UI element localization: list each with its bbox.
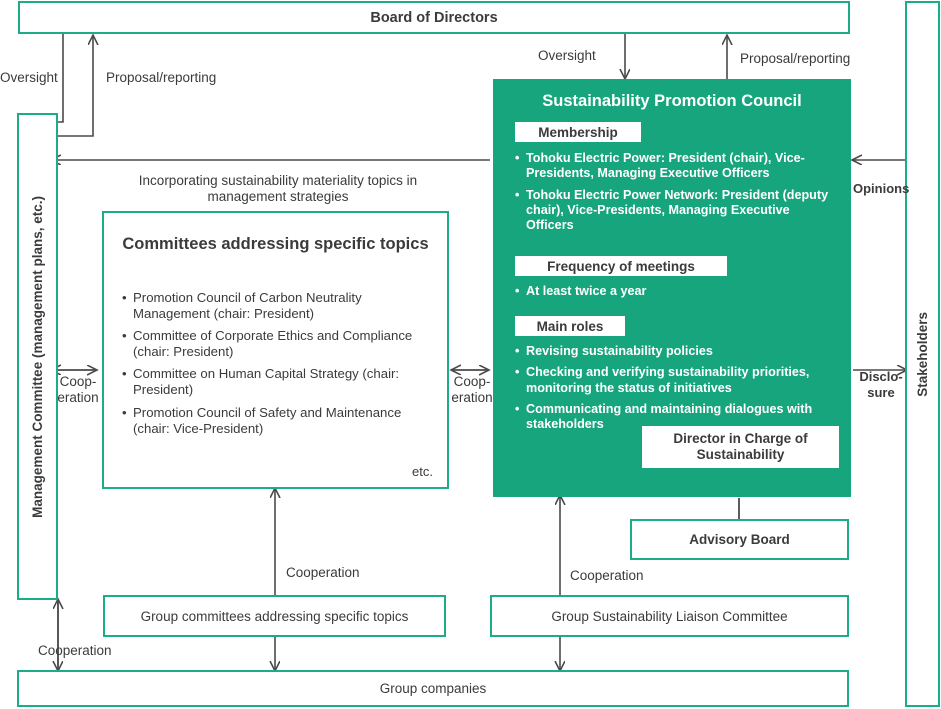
council-mainroles-list: Revising sustainability policies Checkin…	[515, 344, 840, 439]
council-title: Sustainability Promotion Council	[542, 92, 802, 110]
list-item: Checking and verifying sustainability pr…	[515, 365, 840, 396]
stakeholders-label: Stakeholders	[915, 311, 930, 397]
label-opinions: Opinions	[853, 181, 910, 196]
committees-list: Promotion Council of Carbon Neutrality M…	[122, 290, 440, 443]
tag-label-membership: Membership	[538, 124, 618, 140]
arrow-proposal-left	[57, 36, 93, 137]
label-incorporating: Incorporating sustainability materiality…	[138, 173, 418, 204]
list-item: Committee of Corporate Ethics and Compli…	[122, 328, 440, 360]
tag-label-mainroles: Main roles	[536, 318, 604, 334]
committees-title: Committees addressing specific topics	[122, 235, 429, 253]
committees-etc: etc.	[412, 464, 433, 479]
label-cooperation-a: Cooperation	[286, 565, 360, 580]
label-disclosure-line2: sure	[867, 385, 895, 400]
board-of-directors-box[interactable]: Board of Directors	[18, 1, 850, 34]
list-item: Tohoku Electric Power Network: President…	[515, 188, 830, 234]
label-cooperation-c: Cooperation	[38, 643, 112, 658]
director-in-charge-box[interactable]: Director in Charge of Sustainability	[642, 426, 839, 468]
management-committee-label: Management Committee (management plans, …	[30, 195, 45, 518]
label-proposal-right: Proposal/reporting	[740, 51, 851, 66]
label-cooperation-b: Cooperation	[570, 568, 644, 583]
group-companies-box[interactable]: Group companies	[17, 670, 849, 707]
label-coop-mid-line2: eration	[451, 390, 493, 405]
council-frequency-list: At least twice a year	[515, 284, 830, 305]
council-tag-frequency: Frequency of meetings	[515, 256, 727, 276]
list-item: Communicating and maintaining dialogues …	[515, 402, 840, 433]
management-committee-box[interactable]: Management Committee (management plans, …	[17, 113, 58, 600]
group-liaison-box[interactable]: Group Sustainability Liaison Committee	[490, 595, 849, 637]
list-item: Promotion Council of Carbon Neutrality M…	[122, 290, 440, 322]
council-tag-mainroles: Main roles	[515, 316, 625, 336]
board-of-directors-label: Board of Directors	[370, 9, 498, 26]
advisory-board-box[interactable]: Advisory Board	[630, 519, 849, 560]
label-oversight-left: Oversight	[0, 70, 58, 85]
group-committees-box[interactable]: Group committees addressing specific top…	[103, 595, 446, 637]
group-companies-label: Group companies	[379, 681, 487, 696]
group-committees-label: Group committees addressing specific top…	[140, 608, 409, 624]
label-oversight-right: Oversight	[538, 48, 596, 63]
sustainability-promotion-council-panel[interactable]: Sustainability Promotion Council Members…	[493, 79, 851, 497]
list-item: At least twice a year	[515, 284, 830, 300]
advisory-board-label: Advisory Board	[689, 532, 790, 547]
council-tag-membership: Membership	[515, 122, 641, 142]
list-item: Promotion Council of Safety and Maintena…	[122, 405, 440, 437]
stakeholders-box[interactable]: Stakeholders	[905, 1, 940, 707]
label-proposal-left: Proposal/reporting	[106, 70, 217, 85]
list-item: Tohoku Electric Power: President (chair)…	[515, 151, 830, 182]
list-item: Revising sustainability policies	[515, 344, 840, 360]
label-coop-mid-line1: Coop-	[453, 374, 491, 389]
label-coop-left-line2: eration	[57, 390, 99, 405]
tag-label-frequency: Frequency of meetings	[547, 258, 695, 274]
group-liaison-label: Group Sustainability Liaison Committee	[551, 608, 788, 624]
label-disclosure-line1: Disclo-	[859, 369, 903, 384]
list-item: Committee on Human Capital Strategy (cha…	[122, 366, 440, 398]
director-in-charge-label: Director in Charge of Sustainability	[673, 430, 808, 462]
committees-box[interactable]: Committees addressing specific topics Pr…	[102, 211, 449, 489]
council-membership-list: Tohoku Electric Power: President (chair)…	[515, 151, 830, 240]
label-coop-left-line1: Coop-	[59, 374, 97, 389]
